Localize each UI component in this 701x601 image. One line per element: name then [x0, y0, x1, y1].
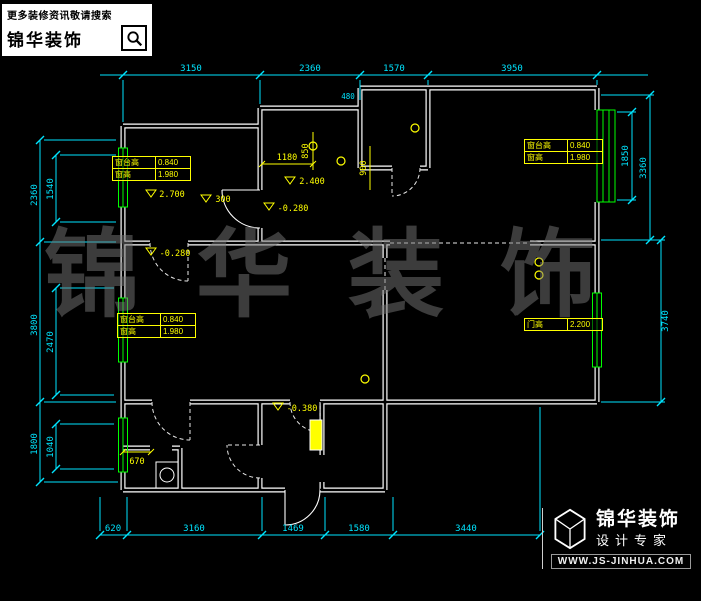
spec-value: 0.840: [163, 315, 184, 324]
spec-label: 窗台高: [113, 157, 156, 168]
dimension-lines: [35, 70, 666, 540]
spec-value: 2.200: [570, 320, 591, 329]
search-badge: 更多装修资讯敬请搜索 锦华装饰: [2, 4, 152, 56]
dim-label: 1580: [348, 524, 370, 534]
brand-logo-icon: [554, 508, 586, 550]
doors: [149, 167, 530, 526]
dim-label: 1800: [30, 433, 40, 455]
dim-label: 620: [105, 524, 121, 534]
dim-label: 3150: [180, 64, 202, 74]
level-label: -0.380: [287, 404, 318, 414]
lamp-icon: [336, 156, 346, 166]
annotation-dim: 850: [301, 143, 311, 158]
lamp-icon: [534, 257, 544, 267]
dim-label-step: 480: [341, 92, 355, 101]
bedroom3-door: [151, 401, 191, 441]
search-tip-text: 更多装修资讯敬请搜索: [7, 11, 112, 22]
bathroom2-door: [226, 444, 261, 479]
website-url: WWW.JS-JINHUA.COM: [551, 554, 691, 569]
dim-label: 1469: [282, 524, 304, 534]
spec-value: 1.980: [158, 170, 179, 179]
lamp-icon: [410, 123, 420, 133]
dim-label: 2360: [299, 64, 321, 74]
level-label: 300: [215, 195, 230, 205]
bedroom2-door: [149, 242, 189, 282]
brand-footer: 锦华装饰 设计专家 WWW.JS-JINHUA.COM: [542, 508, 691, 569]
dim-label: 3360: [639, 157, 649, 179]
level-label: 2.700: [159, 190, 185, 200]
search-button[interactable]: [121, 25, 147, 51]
annotation-dim: 1180: [277, 153, 297, 163]
dim-label: 2360: [30, 184, 40, 206]
bedroom1-door: [221, 189, 261, 229]
dim-label: 3800: [30, 314, 40, 336]
symbols: [155, 123, 544, 489]
annotation-dim: 670: [129, 457, 144, 467]
dim-label: 1540: [46, 178, 56, 200]
entry-door: [284, 489, 321, 526]
dim-label: 3950: [501, 64, 523, 74]
footer-brand-name: 锦华装饰: [596, 508, 681, 530]
dim-label: 2470: [46, 331, 56, 353]
flue-symbol: [309, 419, 323, 451]
level-label: -0.280: [160, 249, 191, 259]
spec-value: 0.840: [158, 158, 179, 167]
spec-value: 1.980: [570, 153, 591, 162]
footer-tagline: 设计专家: [596, 533, 673, 549]
dim-label: 3160: [183, 524, 205, 534]
level-label: -0.280: [278, 204, 309, 214]
spec-label: 窗高: [113, 169, 156, 180]
windows: [118, 109, 616, 473]
spec-label: 窗高: [525, 152, 568, 163]
dim-label: 3440: [455, 524, 477, 534]
dim-label: 1040: [46, 436, 56, 458]
lamp-icon: [360, 374, 370, 384]
search-icon: [126, 30, 142, 46]
spec-label: 窗台高: [525, 140, 568, 151]
annotations: 1180 850 900 2.700 2.400 -0.280 -0.280 -…: [119, 132, 371, 467]
lamp-icon: [534, 270, 544, 280]
washer-symbol: [155, 461, 179, 489]
spec-label: 窗台高: [118, 314, 161, 325]
dim-label: 1570: [383, 64, 405, 74]
dimension-labels: 3150 2360 1570 3950 480 620 3160 1469 15…: [30, 64, 671, 534]
spec-value: 0.840: [570, 141, 591, 150]
level-label: 2.400: [299, 177, 325, 187]
annotation-dim: 900: [359, 160, 369, 175]
dim-label: 3740: [661, 310, 671, 332]
spec-value: 1.980: [163, 327, 184, 336]
dim-label: 1850: [621, 145, 631, 167]
spec-label: 窗高: [118, 326, 161, 337]
brand-name: 锦华装饰: [7, 30, 83, 50]
opening-dashes: [384, 242, 530, 290]
bathroom1-door: [391, 167, 421, 197]
spec-label: 门高: [525, 319, 568, 330]
